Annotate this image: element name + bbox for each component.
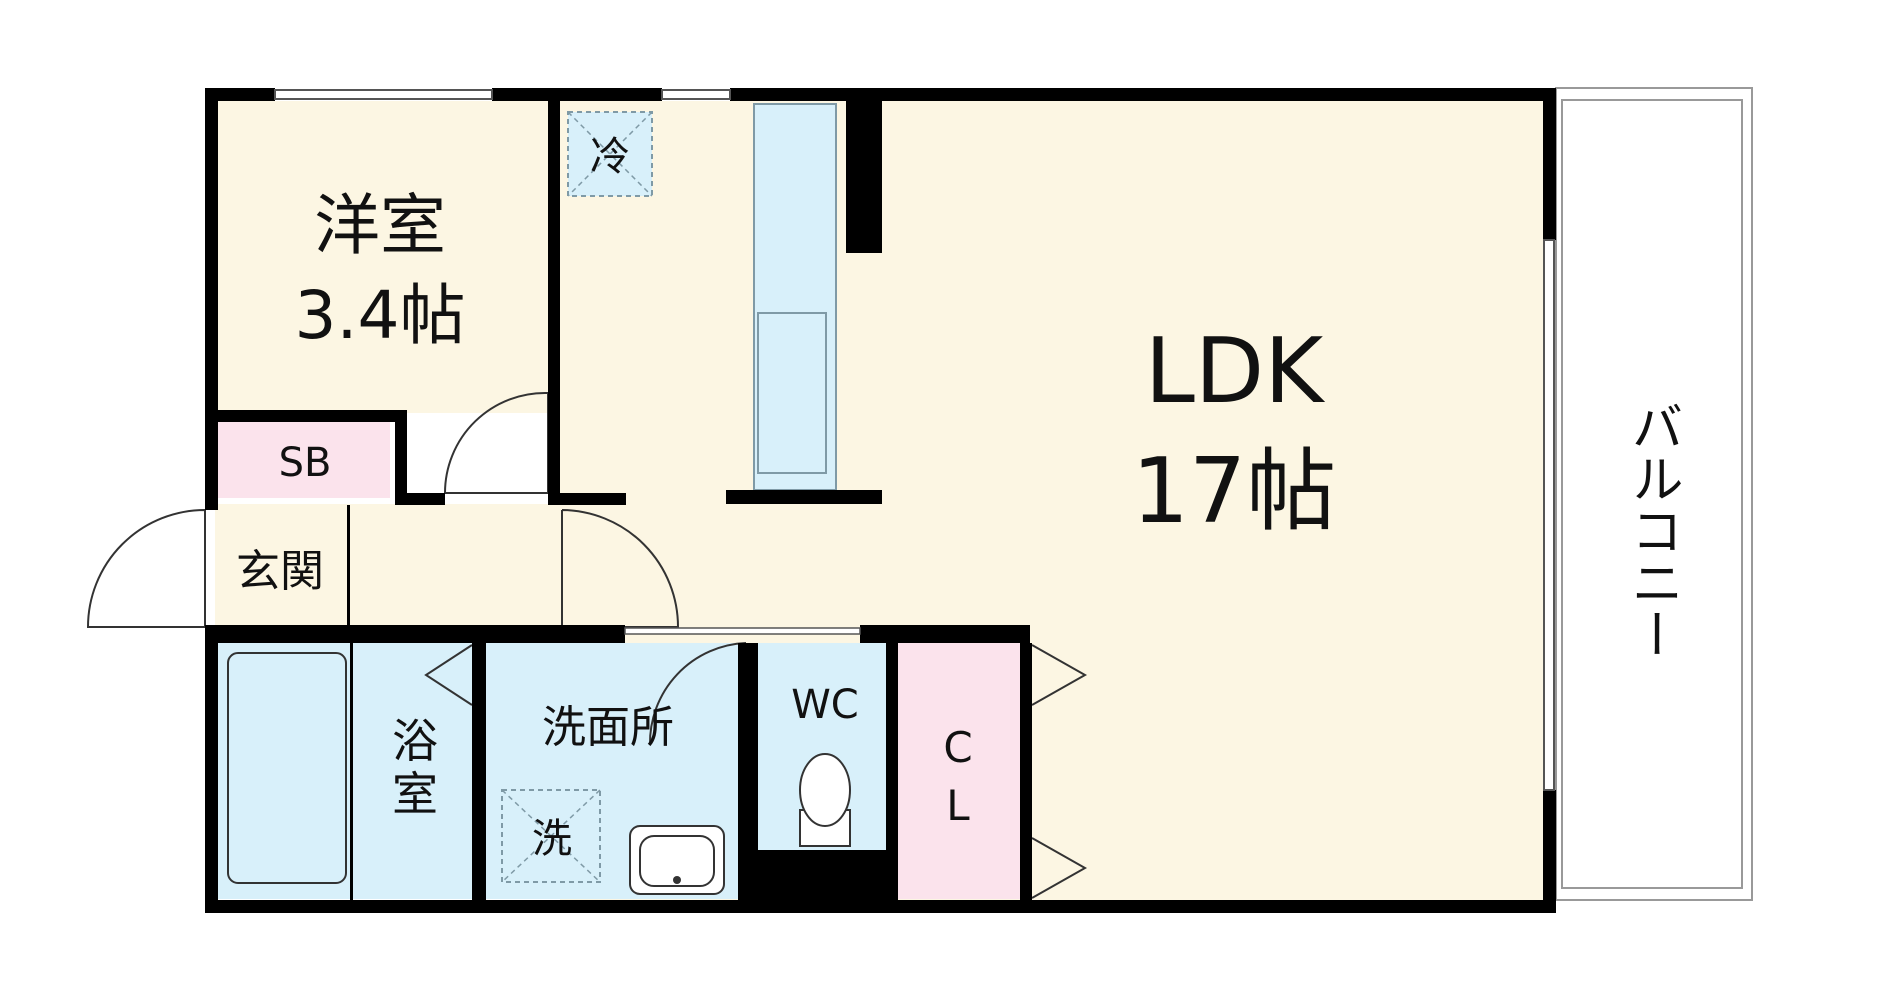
wall-washroom-door-top	[624, 627, 861, 635]
sb-name: SB	[279, 440, 332, 486]
bathroom-name-2: 室	[392, 767, 438, 821]
entrance-floor	[215, 504, 560, 626]
wall-right-top	[1543, 88, 1556, 240]
wall-wc-cl	[886, 643, 898, 911]
toilet-bowl	[799, 753, 851, 827]
closet-door-top	[1031, 644, 1088, 706]
closet-floor	[898, 643, 1020, 899]
partition-entrance	[347, 505, 350, 625]
walls	[205, 88, 1556, 913]
wall-top-left	[205, 88, 275, 101]
bathtub	[227, 652, 347, 884]
fridge-space	[567, 111, 653, 197]
bathroom-name-1: 浴	[392, 714, 438, 768]
washroom-name: 洗面所	[542, 702, 674, 753]
wall-entrance-ldk	[548, 493, 626, 505]
western-room-size: 3.4帖	[295, 277, 466, 354]
entrance-name: 玄関	[236, 546, 324, 597]
wall-right-bottom	[1543, 790, 1556, 913]
balcony-name: バルコニー	[1622, 400, 1682, 660]
kitchen-counter	[753, 103, 837, 491]
wall-sb-right	[395, 410, 407, 505]
ldk-size: 17帖	[1132, 439, 1337, 544]
western-room-name: 洋室	[314, 187, 446, 264]
wc-name: WC	[791, 682, 858, 728]
washer-label: 洗	[532, 816, 572, 862]
wall-left-lower	[205, 627, 218, 913]
wall-sb-top	[205, 410, 405, 422]
ldk-door-swing	[561, 509, 680, 628]
wall-top-mid	[492, 88, 662, 101]
fridge-diagonal	[567, 111, 653, 197]
wall-wash-wc	[738, 643, 758, 911]
wall-left-upper	[205, 88, 218, 510]
toilet	[799, 753, 851, 847]
labels: 洋室 3.4帖 LDK 17帖 SB 玄関 浴 室 洗面所 WC C L 冷 洗…	[236, 134, 1682, 862]
washer-diagonal	[501, 789, 601, 883]
wall-kitchen-back	[846, 101, 882, 253]
closet-door-bottom	[1031, 837, 1088, 899]
balcony-inner-line	[1561, 99, 1743, 889]
wall-wet-top-right	[860, 625, 1030, 643]
wall-western-right	[548, 88, 560, 501]
wall-wet-top-left	[205, 625, 625, 643]
closet-name-2: L	[946, 781, 970, 830]
bathtub-outer	[227, 652, 347, 884]
entrance-door-swing	[86, 509, 206, 628]
basin-drain	[673, 876, 681, 884]
wall-wc-bottom	[738, 850, 886, 912]
balcony-floor	[1555, 87, 1753, 901]
fridge-diagonal	[567, 111, 653, 197]
fridge-label: 冷	[590, 134, 630, 180]
window-kitchen	[661, 89, 731, 100]
wall-sb-bottom	[395, 493, 445, 505]
basin-inner	[639, 835, 715, 887]
window-ldk	[1543, 239, 1555, 791]
partition-bath	[350, 643, 353, 900]
western-room-floor	[215, 101, 548, 413]
wall-bath-wash	[472, 643, 486, 911]
sink	[757, 312, 827, 474]
window-western	[274, 89, 493, 100]
ldk-name: LDK	[1145, 319, 1325, 424]
wall-kitchen-bottom	[726, 490, 882, 504]
bath-door	[424, 644, 473, 706]
closet-name-1: C	[943, 723, 972, 772]
sb-floor	[215, 420, 390, 498]
wash-basin	[629, 825, 725, 895]
washer-space	[501, 789, 601, 883]
wall-cl-right	[1020, 643, 1032, 911]
wall-top-right	[730, 88, 1556, 101]
